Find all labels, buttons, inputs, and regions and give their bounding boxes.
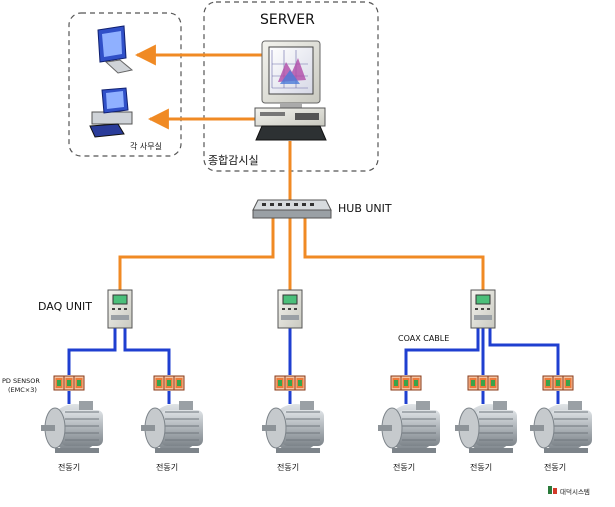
pd-sensor-group [542,375,574,391]
motor-icon [140,400,204,454]
motor-icon [377,400,441,454]
pd-sensor-group [390,375,422,391]
daq-unit-center-icon [277,289,303,329]
hub-label: HUB UNIT [338,202,392,215]
motor-icon [529,400,593,454]
office-label: 각 사무실 [130,141,162,151]
motor-label: 전동기 [156,462,178,472]
hub-unit-icon [252,199,332,219]
daq-label: DAQ UNIT [38,300,92,313]
server-label: SERVER [260,12,315,28]
office-monitor-icon [97,25,134,74]
pd-sensor-count-label: (EMC×3) [8,386,37,394]
pd-sensor-group [467,375,499,391]
motor-label: 전동기 [393,462,415,472]
daq-unit-left-icon [107,289,133,329]
motor-icon [454,400,518,454]
motor-label: 전동기 [470,462,492,472]
pd-sensor-group [274,375,306,391]
control-room-label: 종합감시실 [208,154,259,167]
daq-unit-right-icon [470,289,496,329]
server-monitor-icon [261,40,321,108]
office-group-box [68,12,182,157]
coax-label: COAX CABLE [398,334,449,343]
motor-icon [40,400,104,454]
motor-icon [261,400,325,454]
ethernet-lines [118,44,485,290]
server-unit-icon [254,107,327,141]
brand-logo-icon [548,486,557,494]
brand-label: 대덕시스템 [560,487,590,496]
motor-label: 전동기 [544,462,566,472]
office-desktop-pc-icon [89,87,133,138]
motor-label: 전동기 [277,462,299,472]
motor-label: 전동기 [58,462,80,472]
pd-sensor-label: PD SENSOR [2,377,40,385]
pd-sensor-group [153,375,185,391]
pd-sensor-group [53,375,85,391]
coax-lines [67,328,560,404]
